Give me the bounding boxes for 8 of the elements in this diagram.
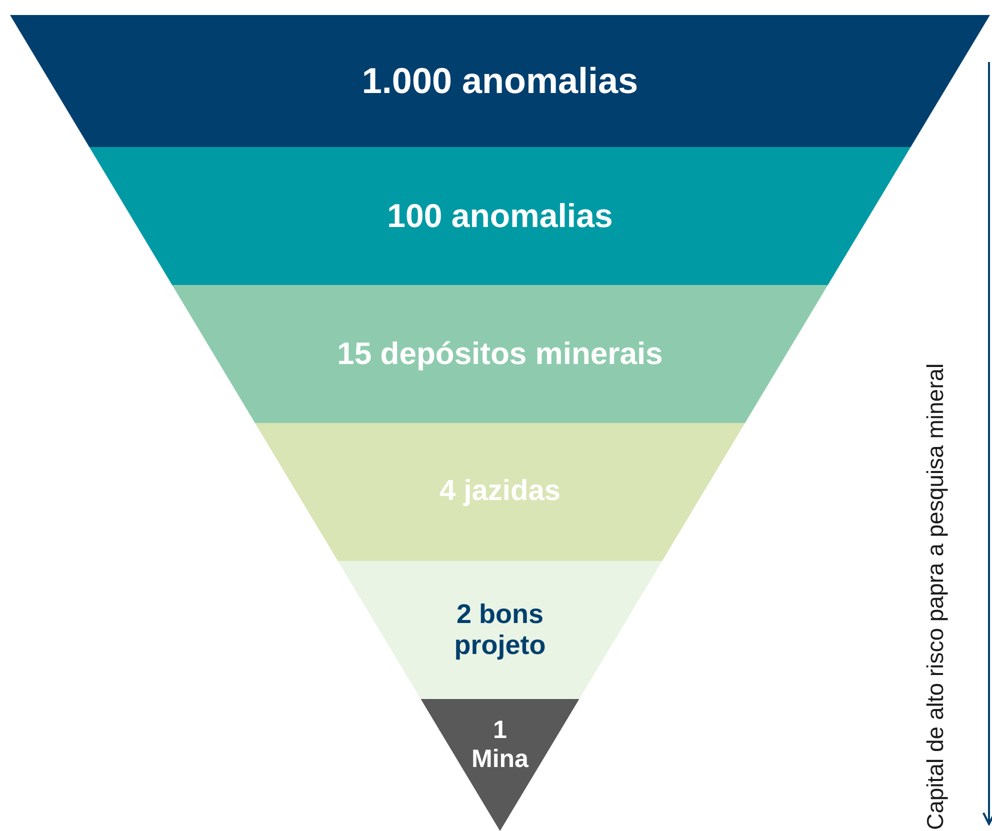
band-label: 100 anomalias xyxy=(387,197,613,235)
band-label: 1.000 anomalias xyxy=(362,60,638,102)
band-label: 4 jazidas xyxy=(440,475,560,509)
axis-caption: Capital de alto risco papra a pesquisa mineral xyxy=(922,363,949,830)
band-label: 2 bons projeto xyxy=(453,598,547,662)
funnel-band xyxy=(10,15,990,147)
band-label: 1 Mina xyxy=(470,716,530,774)
band-label: 15 depósitos minerais xyxy=(337,336,663,372)
